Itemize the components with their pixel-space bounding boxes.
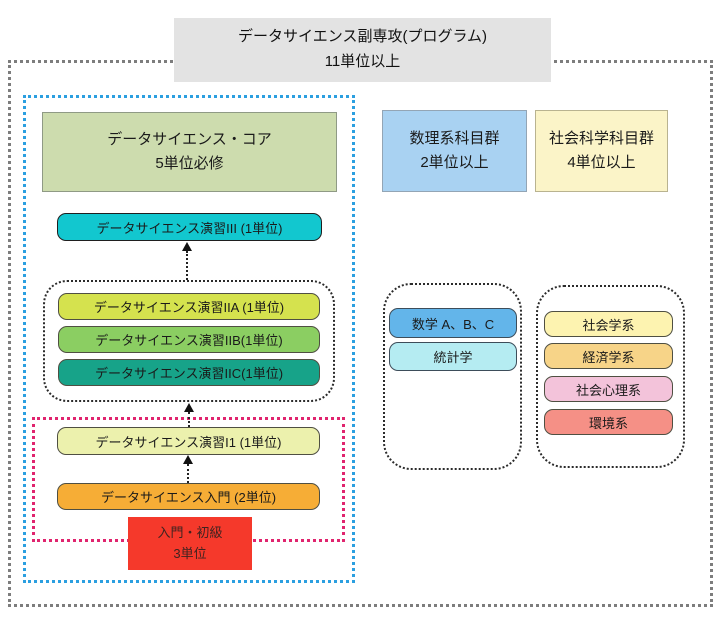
- course-math-abc: 数学 A、B、C: [389, 308, 517, 338]
- beginner-label-line1: 入門・初級: [157, 525, 223, 541]
- course-environment: 環境系: [544, 409, 673, 435]
- arrow-shaft: [187, 464, 189, 483]
- course-sociology: 社会学系: [544, 311, 673, 337]
- social-subjects-group-outline: [536, 285, 685, 468]
- arrow-shaft: [188, 412, 190, 427]
- course-economics: 経済学系: [544, 343, 673, 369]
- ds-core-header-line2: 5単位必修: [155, 155, 224, 172]
- arrowhead-icon: [183, 455, 193, 464]
- social-group-header-line2: 4単位以上: [567, 154, 636, 171]
- up-arrow-intro-to-i: [183, 455, 193, 483]
- program-title-line1: データサイエンス副専攻(プログラム): [237, 28, 488, 46]
- social-group-header-line1: 社会科学科目群: [548, 130, 654, 147]
- beginner-label-line2: 3単位: [173, 545, 207, 561]
- ds-core-header-box: データサイエンス・コア 5単位必修: [42, 112, 337, 192]
- program-title-line2: 11単位以上: [324, 53, 401, 70]
- course-exercise-iic: データサイエンス演習IIC(1単位): [58, 359, 320, 386]
- course-exercise-iib: データサイエンス演習IIB(1単位): [58, 326, 320, 353]
- ds-core-header-line1: データサイエンス・コア: [107, 131, 272, 148]
- math-subjects-group-outline: [383, 283, 522, 470]
- math-group-header-line1: 数理系科目群: [409, 130, 500, 147]
- arrow-shaft: [186, 251, 188, 280]
- course-exercise-iia: データサイエンス演習IIA (1単位): [58, 293, 320, 320]
- course-exercise-i: データサイエンス演習I1 (1単位): [57, 427, 320, 455]
- social-group-header-box: 社会科学科目群 4単位以上: [535, 110, 668, 192]
- math-group-header-box: 数理系科目群 2単位以上: [382, 110, 527, 192]
- arrowhead-icon: [182, 242, 192, 251]
- math-group-header-line2: 2単位以上: [420, 154, 489, 171]
- course-statistics: 統計学: [389, 342, 517, 371]
- program-title-box: データサイエンス副専攻(プログラム) 11単位以上: [174, 18, 551, 82]
- beginner-level-label-box: 入門・初級 3単位: [128, 517, 252, 570]
- up-arrow-i-to-ii: [184, 403, 194, 427]
- course-exercise-iii: データサイエンス演習III (1単位): [57, 213, 322, 241]
- course-social-psychology: 社会心理系: [544, 376, 673, 402]
- arrowhead-icon: [184, 403, 194, 412]
- exercise-ii-group-outline: [43, 280, 335, 402]
- up-arrow-ii-to-iii: [182, 242, 192, 280]
- ds-core-boundary-outline: [23, 95, 355, 583]
- course-intro: データサイエンス入門 (2単位): [57, 483, 320, 510]
